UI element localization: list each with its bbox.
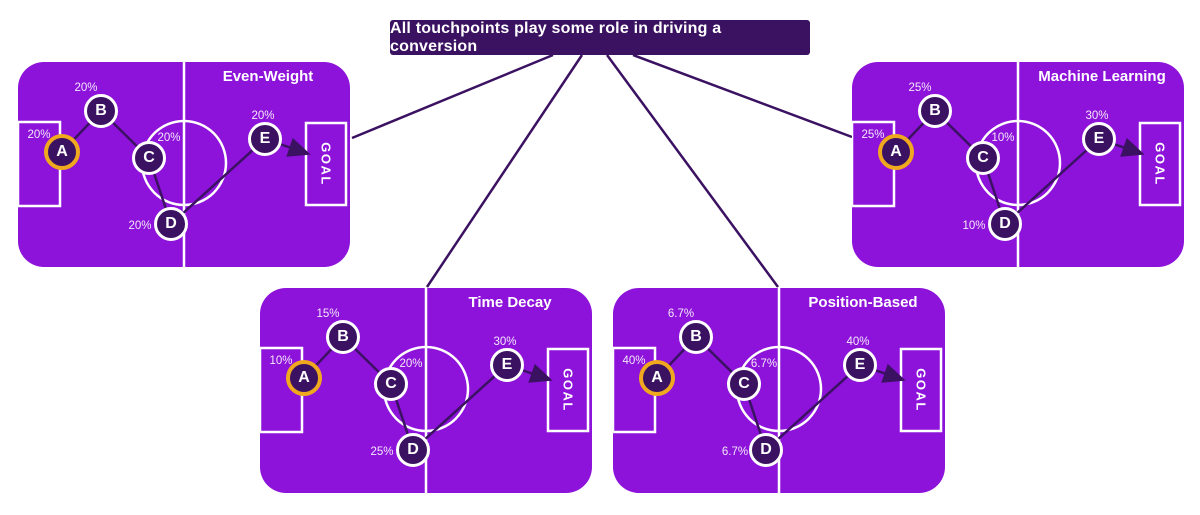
touchpoint-letter: E — [259, 130, 271, 147]
attribution-percent-b: 15% — [316, 308, 340, 320]
attribution-percent-e: 30% — [493, 336, 517, 348]
headline-banner: All touchpoints play some role in drivin… — [390, 20, 810, 55]
pitch-even-weight: Even-Weight GOAL 20% 20% 20% 20% 20% A B… — [18, 62, 350, 267]
model-title: Machine Learning — [1038, 68, 1166, 85]
touchpoint-node-e: E — [1082, 122, 1116, 156]
touchpoint-node-a: A — [44, 134, 80, 170]
touchpoint-node-b: B — [326, 320, 360, 354]
goal-box — [1138, 121, 1182, 207]
goal-label: GOAL — [913, 368, 929, 412]
touchpoint-node-c: C — [374, 367, 408, 401]
goal-box — [899, 347, 943, 433]
attribution-percent-d: 25% — [370, 446, 394, 458]
touchpoint-node-e: E — [248, 122, 282, 156]
touchpoint-node-d: D — [988, 207, 1022, 241]
touchpoint-letter: D — [999, 215, 1011, 232]
goal-label: GOAL — [1152, 142, 1168, 186]
attribution-percent-e: 30% — [1085, 110, 1109, 122]
touchpoint-letter: A — [298, 369, 310, 386]
attribution-percent-c: 20% — [157, 132, 181, 144]
touchpoint-node-b: B — [918, 94, 952, 128]
touchpoint-letter: B — [337, 328, 349, 345]
goal-label: GOAL — [560, 368, 576, 412]
model-title: Time Decay — [468, 294, 552, 311]
attribution-percent-d: 20% — [128, 220, 152, 232]
attribution-percent-a: 40% — [622, 355, 646, 367]
touchpoint-letter: E — [1093, 130, 1105, 147]
touchpoint-letter: C — [143, 149, 155, 166]
touchpoint-letter: A — [890, 143, 902, 160]
attribution-percent-b: 25% — [908, 82, 932, 94]
touchpoint-node-d: D — [749, 433, 783, 467]
model-title: Even-Weight — [222, 68, 314, 85]
touchpoint-letter: D — [165, 215, 177, 232]
touchpoint-letter: E — [854, 356, 866, 373]
headline-text: All touchpoints play some role in drivin… — [390, 19, 722, 55]
touchpoint-node-d: D — [154, 207, 188, 241]
pitch-time-decay: Time Decay GOAL 10% 15% 20% 25% 30% A B … — [260, 288, 592, 493]
touchpoint-node-c: C — [966, 141, 1000, 175]
goal-label: GOAL — [318, 142, 334, 186]
touchpoint-letter: B — [690, 328, 702, 345]
touchpoint-node-d: D — [396, 433, 430, 467]
attribution-percent-d: 10% — [962, 220, 986, 232]
touchpoint-path — [303, 335, 508, 453]
attribution-percent-d: 6.7% — [721, 446, 749, 458]
touchpoint-node-e: E — [843, 348, 877, 382]
attribution-percent-e: 40% — [846, 336, 870, 348]
touchpoint-node-e: E — [490, 348, 524, 382]
touchpoint-letter: A — [651, 369, 663, 386]
touchpoint-node-a: A — [286, 360, 322, 396]
touchpoint-node-c: C — [132, 141, 166, 175]
attribution-percent-e: 20% — [251, 110, 275, 122]
touchpoint-letter: B — [929, 102, 941, 119]
touchpoint-letter: E — [501, 356, 513, 373]
attribution-percent-b: 6.7% — [667, 308, 695, 320]
touchpoint-node-b: B — [679, 320, 713, 354]
touchpoint-letter: C — [977, 149, 989, 166]
touchpoint-path — [61, 109, 266, 227]
touchpoint-letter: D — [407, 441, 419, 458]
attribution-percent-a: 10% — [269, 355, 293, 367]
attribution-percent-a: 20% — [27, 129, 51, 141]
touchpoint-node-c: C — [727, 367, 761, 401]
goal-box — [304, 121, 348, 207]
attribution-percent-c: 6.7% — [750, 358, 778, 370]
touchpoint-node-a: A — [639, 360, 675, 396]
touchpoint-letter: C — [385, 375, 397, 392]
touchpoint-letter: C — [738, 375, 750, 392]
goal-box — [546, 347, 590, 433]
attribution-percent-c: 10% — [991, 132, 1015, 144]
touchpoint-path — [656, 335, 861, 453]
touchpoint-letter: B — [95, 102, 107, 119]
touchpoint-path — [895, 109, 1100, 227]
attribution-percent-c: 20% — [399, 358, 423, 370]
pitch-machine-learning: Machine Learning GOAL 25% 25% 10% 10% 30… — [852, 62, 1184, 267]
attribution-percent-a: 25% — [861, 129, 885, 141]
attribution-percent-b: 20% — [74, 82, 98, 94]
touchpoint-node-a: A — [878, 134, 914, 170]
touchpoint-node-b: B — [84, 94, 118, 128]
touchpoint-letter: D — [760, 441, 772, 458]
pitch-position-based: Position-Based GOAL 40% 6.7% 6.7% 6.7% 4… — [613, 288, 945, 493]
model-title: Position-Based — [808, 294, 918, 311]
touchpoint-letter: A — [56, 143, 68, 160]
